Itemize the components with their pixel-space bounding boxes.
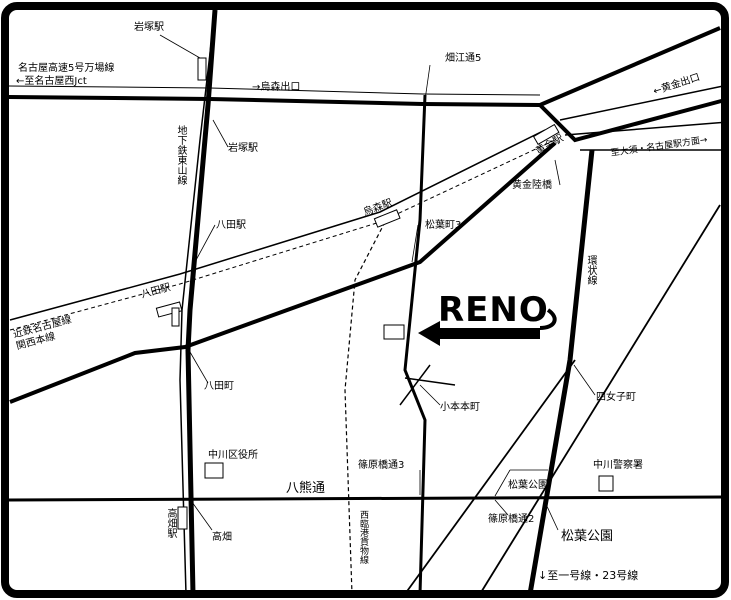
- reno-arrow: [418, 321, 540, 346]
- iwatsuka-station-top-label: 岩塚駅: [134, 22, 164, 33]
- hatta-station-label: 八田駅: [216, 220, 246, 231]
- central-road: [403, 94, 427, 595]
- diag-road-1: [479, 204, 721, 595]
- to-route1-23-label: ↓至一号線・23号線: [538, 569, 639, 582]
- freight-line: [344, 221, 386, 595]
- subway-road: [185, 9, 218, 595]
- hatae-dori5-label: 畑江通5: [445, 53, 482, 64]
- nakagawa-ward-office-box: [204, 462, 224, 479]
- cross-road-2: [404, 377, 456, 386]
- takabata-station-box: [177, 506, 188, 530]
- hatta-jr-box: [171, 307, 180, 327]
- reno-building: [383, 324, 405, 340]
- diag-road-2: [404, 359, 576, 595]
- to-karasumori-exit-label: →烏森出口: [252, 82, 301, 93]
- kintetsu-line2: [9, 129, 546, 321]
- hatta-station-box: [155, 301, 183, 318]
- takabata-station-label: 高畑駅: [165, 508, 176, 538]
- takabata-label: 高畑: [212, 532, 232, 543]
- cross-road: [399, 364, 431, 406]
- kanjo-label: 環状線: [585, 255, 596, 285]
- expressway-ramp-thin2: [564, 121, 729, 136]
- to-nagoya-nishi-jct-label: ←至名古屋西Jct: [16, 76, 87, 87]
- nakagawa-police-box: [598, 475, 614, 492]
- komoto-honmachi-label: 小本本町: [440, 402, 480, 413]
- kintetsu-line: [9, 139, 556, 331]
- shinohara-bashi-dori2-label: 篠原橋通2: [488, 514, 535, 525]
- iwatsuka-station-label: 岩塚駅: [228, 143, 258, 154]
- freight-line-label: 西臨港貨物線: [358, 510, 368, 564]
- expressway-upper-line: [8, 85, 541, 96]
- kogane-station-box: [532, 123, 560, 146]
- expressway-north-ramp: [539, 26, 721, 107]
- hatta-cho-label: 八田町: [204, 381, 234, 392]
- expressway-line: [8, 95, 541, 107]
- expressway-label: 名古屋高速5号万場線: [18, 63, 115, 74]
- nakagawa-ward-office-label: 中川区役所: [208, 450, 258, 461]
- kanjo-road: [527, 149, 595, 595]
- expressway-east: [538, 98, 726, 143]
- matsuba-cho3-label: 松葉町3: [425, 220, 462, 231]
- karasumori-station-box: [373, 209, 401, 228]
- subway-label: 地下鉄東山線: [175, 125, 186, 185]
- matsuba-koen-label: 松葉公園: [561, 529, 614, 544]
- iwatsuka-station-box: [197, 57, 207, 81]
- expressway-ramp-thin: [559, 84, 729, 121]
- hachiyu-road: [8, 495, 726, 502]
- shijoshi-cho-label: 四女子町: [596, 392, 636, 403]
- matsuba-koen-top-label: 松葉公園: [508, 480, 548, 491]
- hatta-road: [9, 141, 557, 404]
- reno-logo: RENO: [438, 290, 549, 330]
- nakagawa-police-label: 中川警察署: [593, 460, 643, 471]
- kogane-rikkyo-label: 黄金陸橋: [512, 180, 552, 191]
- shinohara-bashi-dori3-label: 篠原橋通3: [358, 460, 405, 471]
- hachiyu-road-label: 八熊通: [286, 481, 326, 496]
